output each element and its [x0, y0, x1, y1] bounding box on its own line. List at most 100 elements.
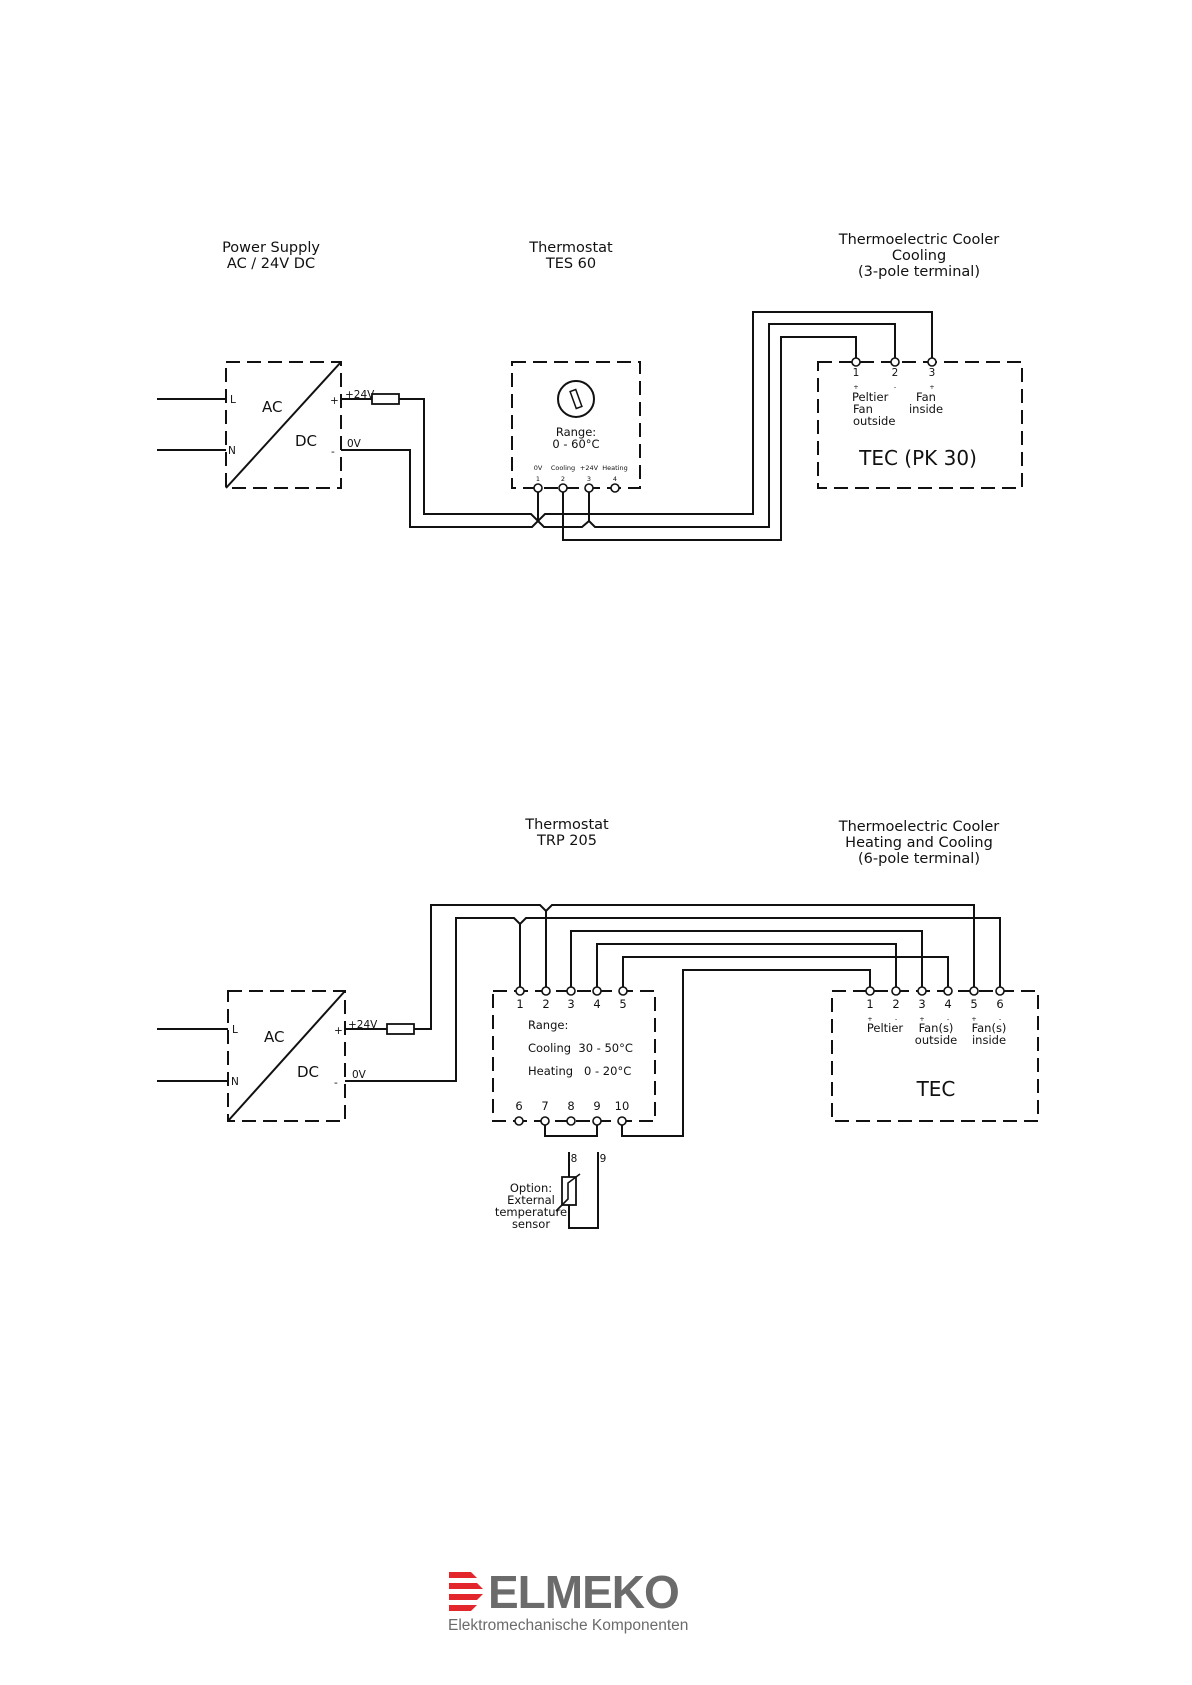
tec1-label-fan: Fan [853, 402, 873, 416]
psu-l-label: L [230, 394, 236, 406]
tec2-label-fans-inside-2: inside [972, 1033, 1006, 1047]
psu2-ac-label: AC [264, 1028, 284, 1046]
psu-dc-label: DC [295, 432, 317, 450]
wire2-trp-4-to-tec-2 [596, 943, 897, 991]
tec1-terminal-2 [890, 357, 900, 367]
psu2-diagonal [227, 990, 346, 1122]
tec1-sign-1: + [853, 383, 858, 391]
tes-range-label: Range: [556, 425, 596, 439]
thermistor-icon [561, 1176, 577, 1206]
tec1-title-line3: (3-pole terminal) [858, 264, 980, 280]
tec1-box [817, 361, 1023, 489]
trp-terminal-6 [514, 1116, 524, 1126]
power-supply-2: L N AC DC + - +24V 0V [157, 990, 415, 1122]
trp-top-num-1: 1 [516, 997, 523, 1011]
logo-stripe-1 [449, 1572, 477, 1578]
psu2-0v-label: 0V [352, 1069, 367, 1081]
tec2-terminal-5 [969, 986, 979, 996]
trp-terminal-7 [540, 1116, 550, 1126]
trp-cooling-range: Cooling 30 - 50°C [528, 1041, 633, 1055]
trp-top-num-5: 5 [619, 997, 626, 1011]
psu2-plus: + [334, 1025, 343, 1037]
tec2-label-peltier: Peltier [867, 1021, 904, 1035]
tes-title-line1: Thermostat [528, 240, 613, 256]
tes-term-name-1: 0V [534, 464, 543, 472]
trp-terminal-1 [515, 986, 525, 996]
tec1-label-outside: outside [853, 414, 895, 428]
tec2-box [831, 990, 1039, 1122]
wire-0v-to-tes-1 [341, 449, 539, 528]
psu-title-line2: AC / 24V DC [227, 256, 315, 272]
tec2-term-num-3: 3 [918, 997, 925, 1011]
psu-title-line1: Power Supply [222, 240, 320, 256]
tec2-name: TEC [916, 1077, 956, 1101]
tec1-sign-2: - [894, 383, 897, 391]
tec1-sign-3: + [929, 383, 934, 391]
trp-bottom-num-10: 10 [615, 1099, 630, 1113]
knob-pointer-icon [569, 388, 583, 410]
tec2-terminal-4 [943, 986, 953, 996]
tes-term-num-3: 3 [587, 475, 591, 483]
tec-pk30: Thermoelectric Cooler Cooling (3-pole te… [817, 232, 1023, 489]
sensor-label-1: Option: [510, 1181, 552, 1195]
diagram-2: L N AC DC + - +24V 0V Thermostat TRP 205… [157, 817, 1039, 1231]
tec2-terminal-1 [865, 986, 875, 996]
tec2-sign-6: - [999, 1015, 1002, 1023]
tec2-term-num-1: 1 [866, 997, 873, 1011]
tec1-title-line1: Thermoelectric Cooler [838, 232, 1000, 248]
psu-0v-label: 0V [347, 438, 362, 450]
external-sensor: 8 9 Option: External temperature sensor [495, 1152, 606, 1231]
tec2-sign-4: - [947, 1015, 950, 1023]
tec2-term-num-2: 2 [892, 997, 899, 1011]
tec1-term-num-1: 1 [853, 367, 860, 379]
tec1-label-fan-inside-1: Fan [916, 390, 936, 404]
trp-title-line2: TRP 205 [536, 833, 597, 849]
trp-top-num-2: 2 [542, 997, 549, 1011]
wire-cooling-to-tec-1 [562, 336, 857, 541]
tec2-title-line3: (6-pole terminal) [858, 851, 980, 867]
tes-box [511, 361, 641, 489]
psu2-n-label: N [231, 1076, 239, 1088]
psu2-l-label: L [232, 1024, 238, 1036]
psu-box [225, 361, 342, 489]
tes-term-num-4: 4 [613, 475, 617, 483]
logo-tagline: Elektromechanische Komponenten [448, 1617, 688, 1634]
wire2-24v-to-tec-5 [414, 904, 975, 1030]
tec2-terminal-3 [917, 986, 927, 996]
trp-title-line1: Thermostat [524, 817, 609, 833]
trp-terminal-4 [592, 986, 602, 996]
power-supply-1: Power Supply AC / 24V DC L N AC DC + - +… [157, 240, 400, 489]
wire-0v-to-tec-2 [537, 323, 896, 528]
wire2-bridge-7-9 [544, 1121, 598, 1137]
tes-terminal-4 [610, 483, 620, 493]
tes-term-num-2: 2 [561, 475, 565, 483]
trp-top-num-3: 3 [567, 997, 574, 1011]
tec2-title-line1: Thermoelectric Cooler [838, 819, 1000, 835]
tec2-sign-1: + [867, 1015, 872, 1023]
elmeko-logo: ELMEKO Elektromechanische Komponenten [448, 1566, 688, 1634]
psu2-box [227, 990, 346, 1122]
tes-terminal-2 [558, 483, 568, 493]
tes-term-name-3: +24V [580, 464, 599, 472]
tec1-terminal-1 [851, 357, 861, 367]
tes-terminal-1 [533, 483, 543, 493]
psu-ac-label: AC [262, 398, 282, 416]
tec1-terminal-3 [927, 357, 937, 367]
tec2-sign-3: + [919, 1015, 924, 1023]
thermostat-tes60: Thermostat TES 60 Range: 0 - 60°C 0V Coo… [511, 240, 641, 489]
psu2-dc-label: DC [297, 1063, 319, 1081]
trp-terminal-10 [617, 1116, 627, 1126]
tes-terminal-3 [584, 483, 594, 493]
psu-n-label: N [228, 445, 236, 457]
elmeko-logo-icon [449, 1572, 483, 1611]
trp-top-num-4: 4 [593, 997, 600, 1011]
wire-24v-to-tec-3 [399, 311, 933, 523]
trp-range-label: Range: [528, 1018, 568, 1032]
tec1-label-fan-inside-2: inside [909, 402, 943, 416]
trp-terminal-5 [618, 986, 628, 996]
tec1-label-peltier: Peltier [852, 390, 889, 404]
fuse-2 [386, 1023, 415, 1035]
psu-minus: - [331, 446, 335, 458]
trp-terminal-8 [566, 1116, 576, 1126]
tec2-sign-2: - [895, 1015, 898, 1023]
